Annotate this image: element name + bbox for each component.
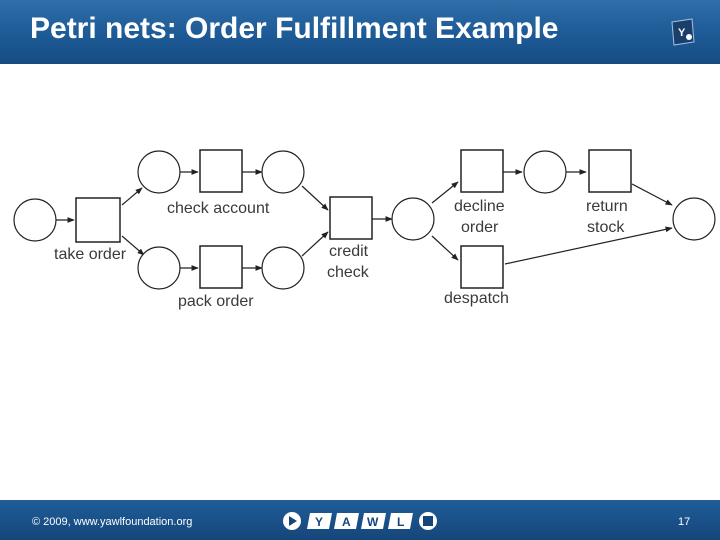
transition-decline-order bbox=[460, 149, 504, 193]
place bbox=[261, 246, 305, 290]
transition-check-account bbox=[199, 149, 243, 193]
label-check-account: check account bbox=[167, 200, 270, 217]
nav-stop-button[interactable] bbox=[419, 512, 437, 530]
copyright-text: © 2009, www.yawlfoundation.org bbox=[32, 516, 193, 528]
arc bbox=[121, 235, 145, 256]
label-return-stock-line1: return bbox=[586, 198, 628, 215]
arc bbox=[121, 187, 143, 206]
labels: take order check account pack order cred… bbox=[54, 198, 628, 310]
label-credit-check-line2: check bbox=[327, 264, 370, 281]
arc bbox=[631, 183, 673, 206]
page-number: 17 bbox=[678, 516, 691, 528]
label-despatch: despatch bbox=[444, 290, 509, 307]
place bbox=[261, 150, 305, 194]
place bbox=[137, 150, 181, 194]
transitions bbox=[75, 149, 632, 289]
place-end bbox=[672, 197, 716, 241]
slide-header: Petri nets: Order Fulfillment Example Y bbox=[0, 0, 720, 64]
yawl-logo-icon: Y bbox=[671, 18, 695, 46]
arc bbox=[504, 226, 673, 265]
place-start bbox=[13, 198, 57, 242]
arc bbox=[431, 181, 459, 204]
transition-return-stock bbox=[588, 149, 632, 193]
arc bbox=[431, 235, 459, 261]
places bbox=[13, 150, 716, 290]
label-pack-order: pack order bbox=[178, 293, 254, 310]
arcs bbox=[56, 169, 673, 271]
nav-w-glyph: W bbox=[367, 515, 379, 529]
transition-despatch bbox=[460, 245, 504, 289]
logo-letter: Y bbox=[678, 27, 686, 39]
nav-l-glyph: L bbox=[397, 515, 404, 529]
nav-a-glyph: A bbox=[342, 515, 351, 529]
place bbox=[391, 197, 435, 241]
place bbox=[523, 150, 567, 194]
slide-title: Petri nets: Order Fulfillment Example bbox=[30, 12, 559, 45]
transition-take-order bbox=[75, 197, 121, 243]
nav-button-bg bbox=[388, 513, 413, 529]
label-credit-check-line1: credit bbox=[329, 243, 369, 260]
arc bbox=[301, 231, 329, 257]
place bbox=[137, 246, 181, 290]
play-icon bbox=[289, 516, 297, 526]
petri-net-diagram: take order check account pack order cred… bbox=[13, 149, 716, 310]
nav-y-glyph: Y bbox=[315, 515, 323, 529]
label-decline-order-line1: decline bbox=[454, 198, 505, 215]
nav-w-button[interactable]: W bbox=[361, 513, 386, 529]
nav-button-bg bbox=[307, 513, 332, 529]
transition-pack-order bbox=[199, 245, 243, 289]
nav-bar: Y A W L bbox=[283, 512, 437, 530]
arc bbox=[301, 185, 329, 211]
nav-play-button[interactable] bbox=[283, 512, 301, 530]
stop-icon bbox=[423, 516, 433, 526]
nav-y-button[interactable]: Y bbox=[307, 513, 332, 529]
label-return-stock-line2: stock bbox=[587, 219, 625, 236]
nav-button-bg bbox=[361, 513, 386, 529]
label-decline-order-line2: order bbox=[461, 219, 499, 236]
nav-a-button[interactable]: A bbox=[334, 513, 359, 529]
nav-button-bg bbox=[334, 513, 359, 529]
slide-footer: © 2009, www.yawlfoundation.org Y A W L 1… bbox=[0, 500, 720, 540]
nav-l-button[interactable]: L bbox=[388, 513, 413, 529]
transition-credit-check bbox=[329, 196, 373, 240]
label-take-order: take order bbox=[54, 246, 127, 263]
